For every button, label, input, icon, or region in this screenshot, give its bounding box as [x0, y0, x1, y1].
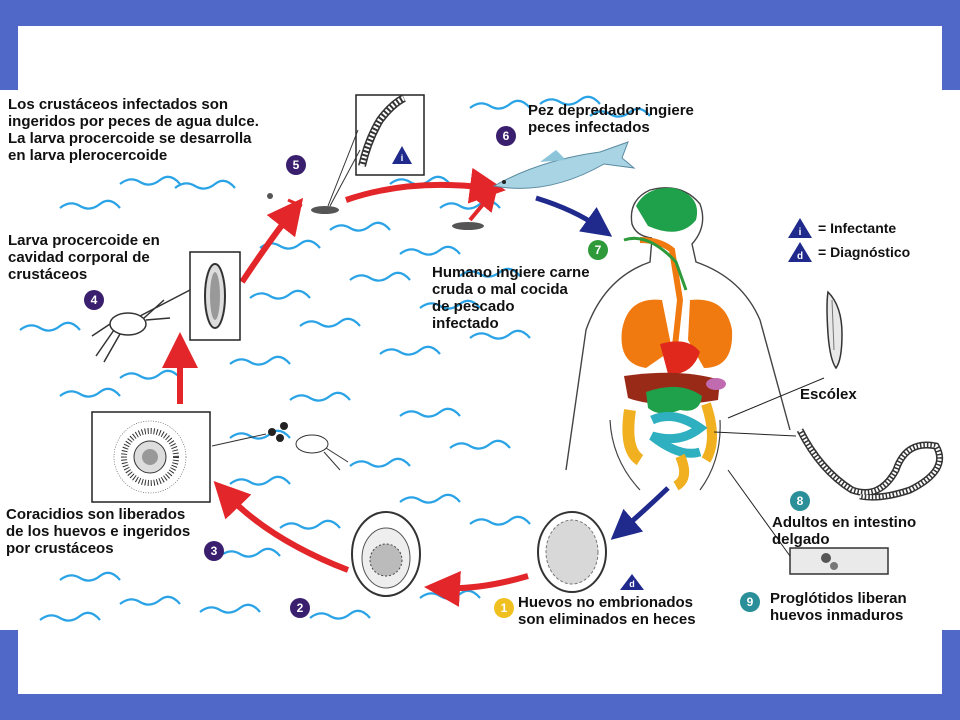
- step-8-badge: 8: [790, 491, 810, 511]
- slide-footer-area: [18, 630, 942, 694]
- embryonated-egg: [351, 511, 421, 597]
- procercoid-larva-inset: [189, 251, 241, 341]
- predator-fish: [492, 141, 636, 189]
- step-9-badge: 9: [740, 592, 760, 612]
- coracidium-inset: [91, 411, 211, 503]
- step-1-text: Huevos no embrionados son eliminados en …: [518, 594, 696, 628]
- legend-infectante: = Infectante: [818, 220, 897, 236]
- step-8-text: Adultos en intestino delgado: [772, 514, 917, 548]
- svg-text:d: d: [797, 251, 803, 262]
- escolex-label: Escólex: [800, 386, 857, 403]
- legend-symbols: i d: [788, 218, 812, 262]
- cycle-arrows-red: [162, 167, 529, 607]
- step-7-text: Humano ingiere carne cruda o mal cocida …: [432, 264, 590, 332]
- step-1-badge: 1: [494, 598, 514, 618]
- step-6-badge: 6: [496, 126, 516, 146]
- plerocercoid-larva-inset: i: [327, 94, 425, 207]
- step-7-badge: 7: [588, 240, 608, 260]
- step-3-text: Coracidios son liberados de los huevos e…: [6, 506, 191, 557]
- cycle-arrows-blue: [535, 195, 670, 540]
- slide-frame-top: [0, 0, 960, 26]
- legend-diagnostico: = Diagnóstico: [818, 244, 911, 260]
- adult-tapeworm: [713, 428, 944, 501]
- step-2-badge: 2: [290, 598, 310, 618]
- step-4-text: Larva procercoide en cavidad corporal de…: [8, 232, 160, 283]
- step-6-text: Pez depredador ingiere peces infectados: [528, 102, 694, 136]
- step-4-badge: 4: [84, 290, 104, 310]
- human-body: [565, 187, 791, 491]
- coracidia-and-copepod: [211, 422, 349, 471]
- scolex: [727, 290, 843, 419]
- step-5-text: Los crustáceos infectados son ingeridos …: [8, 96, 259, 164]
- step-3-badge: 3: [204, 541, 224, 561]
- svg-text:i: i: [401, 153, 404, 163]
- svg-text:i: i: [799, 227, 802, 238]
- step-9-text: Proglótidos liberan huevos inmaduros: [770, 590, 907, 624]
- slide-header-area: [18, 26, 942, 90]
- svg-text:d: d: [629, 579, 635, 589]
- proglottid: [727, 469, 889, 575]
- slide-frame-bottom: [0, 694, 960, 720]
- unembryonated-egg: d: [537, 511, 644, 593]
- copepod-crustacean: [91, 289, 191, 363]
- small-fish: [267, 193, 484, 230]
- step-5-badge: 5: [286, 155, 306, 175]
